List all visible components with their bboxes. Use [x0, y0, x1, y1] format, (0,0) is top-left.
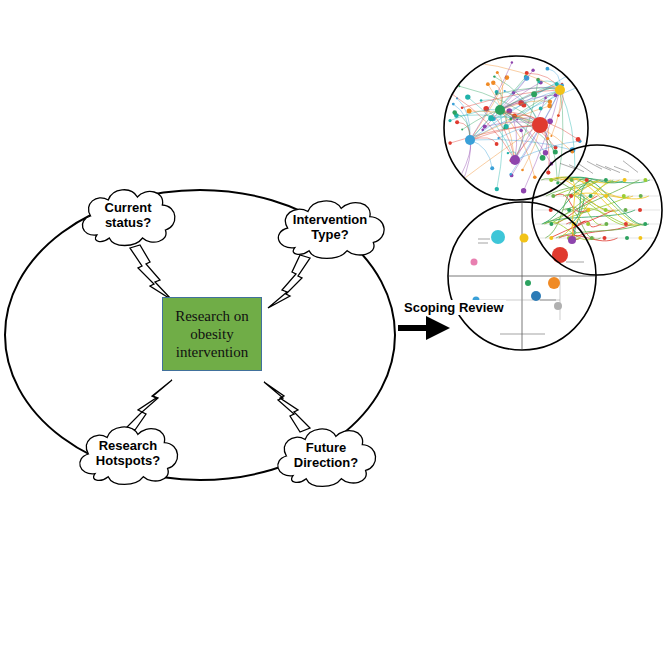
- question-text: Intervention Type?: [291, 213, 370, 243]
- result-circle: [532, 145, 662, 275]
- lightning-bolt: [264, 382, 310, 432]
- result-circle: [448, 202, 596, 350]
- question-cloud: Intervention Type?: [271, 196, 390, 260]
- lightning-bolt: [268, 255, 310, 308]
- question-text: Future Direction?: [291, 441, 361, 471]
- question-cloud: Current status?: [76, 185, 180, 247]
- question-text: Current status?: [96, 201, 160, 231]
- main-arrow: [398, 325, 438, 331]
- lightning-bolt: [130, 245, 172, 300]
- question-text: Research Hotspots?: [93, 439, 163, 469]
- topic-text: Research on obesity intervention: [169, 307, 255, 361]
- question-cloud: Future Direction?: [271, 424, 381, 488]
- question-cloud: Research Hotspots?: [73, 422, 183, 486]
- topic-box: Research on obesity intervention: [162, 297, 262, 371]
- lightning-bolt: [126, 380, 172, 430]
- arrow-label: Scoping Review: [402, 300, 506, 315]
